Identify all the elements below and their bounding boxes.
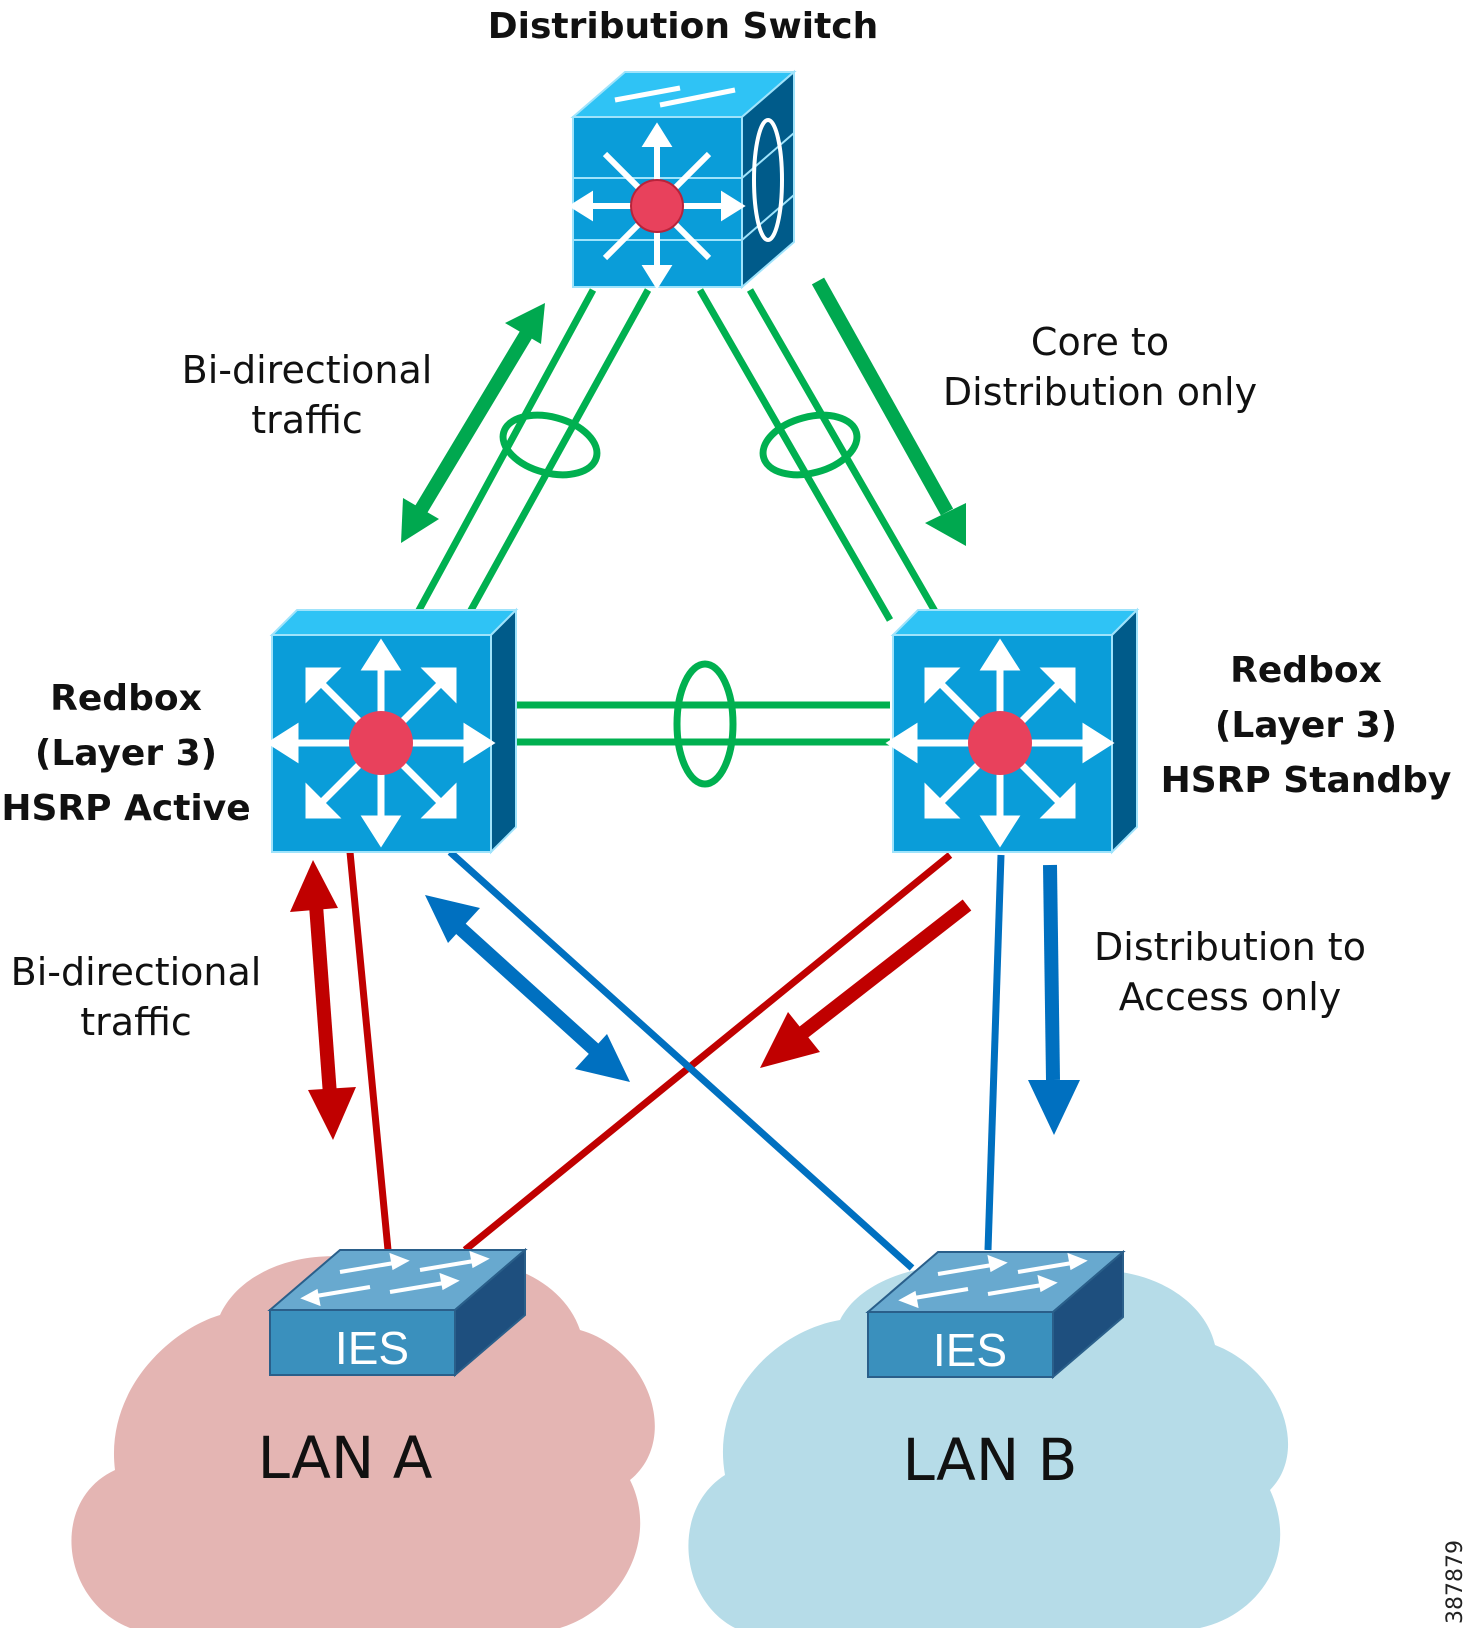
redbox-right-switch-icon[interactable] (885, 607, 1140, 855)
distribution-to-access-arrow (1028, 864, 1080, 1135)
redbox-right-label-line1: Redbox (1230, 650, 1382, 691)
bidir-top-label-line2: traffic (251, 398, 362, 442)
dist-to-access-label-line2: Access only (1119, 975, 1342, 1019)
distribution-switch-label: Distribution Switch (488, 6, 879, 47)
core-to-distribution-arrow (811, 277, 966, 546)
bidir-bottom-label-line1: Bi-directional (11, 950, 262, 994)
link-redbox-left-to-ies-a (346, 851, 392, 1251)
ies-b-switch-icon[interactable] (865, 1249, 1126, 1380)
etherchannel-right-ring (759, 411, 861, 479)
access-links (346, 849, 1005, 1271)
distribution-switch-icon[interactable] (568, 69, 797, 290)
bidir-top-label-line1: Bi-directional (182, 348, 433, 392)
uplink-right-pair (696, 288, 944, 622)
bidir-bottom-label-line2: traffic (80, 1000, 191, 1044)
redbox-left-switch-icon[interactable] (266, 607, 519, 855)
etherchannel-middle-ring (673, 660, 737, 788)
red-diagonal-arrow (760, 899, 972, 1068)
ies-a-switch-icon[interactable] (267, 1247, 528, 1378)
link-redbox-right-to-ies-a (462, 852, 953, 1253)
redbox-right-label-line3: HSRP Standby (1161, 760, 1452, 801)
lan-a-label: LAN A (258, 1424, 433, 1492)
uplink-left-pair (414, 288, 652, 614)
redbox-left-label-line3: HSRP Active (1, 788, 250, 829)
lan-b-label: LAN B (903, 1426, 1078, 1494)
ies-b-label: IES (933, 1324, 1007, 1376)
bidirectional-top-arrow (401, 303, 545, 543)
figure-id-label: 387879 (1443, 1540, 1468, 1624)
dist-to-access-label-line1: Distribution to (1094, 925, 1366, 969)
blue-bidirectional-arrow (425, 895, 630, 1082)
bidirectional-bottom-arrow (290, 860, 356, 1140)
redbox-right-label-line2: (Layer 3) (1215, 705, 1397, 746)
redbox-interlink (510, 660, 890, 788)
lan-a-cloud-icon (71, 1256, 655, 1628)
redbox-left-label-line2: (Layer 3) (35, 733, 217, 774)
core-to-dist-label-line2: Distribution only (943, 370, 1257, 414)
link-redbox-left-to-ies-b (447, 849, 915, 1271)
lan-b-cloud-icon (688, 1264, 1289, 1628)
ies-a-label: IES (335, 1322, 409, 1374)
etherchannel-left-ring (499, 411, 601, 479)
redbox-left-label-line1: Redbox (50, 678, 202, 719)
core-to-dist-label-line1: Core to (1031, 320, 1169, 364)
link-redbox-right-to-ies-b (984, 854, 1005, 1251)
